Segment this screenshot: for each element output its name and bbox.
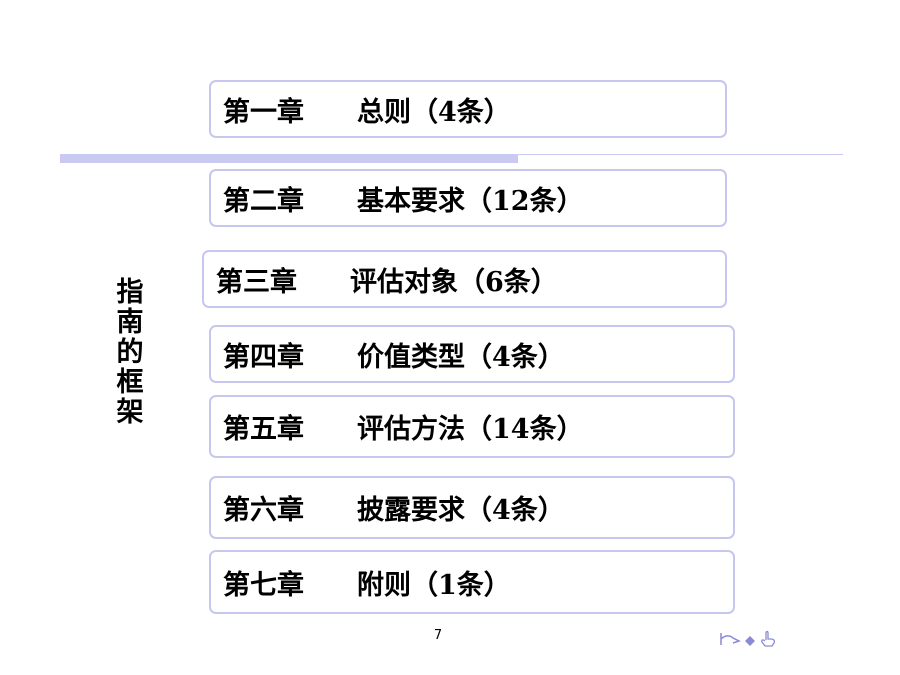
chapter-title: 附则（1条）	[357, 569, 511, 601]
chapter-number: 第五章	[223, 414, 304, 445]
chapter-title: 基本要求（12条）	[357, 185, 584, 217]
chapter-title: 评估对象（6条）	[350, 266, 558, 298]
chapter-1-box[interactable]: 第一章 总则（4条）	[209, 80, 727, 138]
chapter-6-box[interactable]: 第六章 披露要求（4条）	[209, 476, 735, 539]
chapter-title: 披露要求（4条）	[357, 495, 565, 526]
chapter-number: 第二章	[223, 185, 304, 217]
chapter-3-box[interactable]: 第三章 评估对象（6条）	[202, 250, 727, 308]
hand-pointer-icon[interactable]	[759, 630, 777, 652]
chapter-7-box[interactable]: 第七章 附则（1条）	[209, 550, 735, 614]
chapter-number: 第四章	[223, 341, 304, 373]
chapter-number: 第三章	[216, 266, 297, 298]
chapter-title: 价值类型（4条）	[357, 341, 565, 373]
chapter-number: 第一章	[223, 96, 304, 128]
page-number: 7	[433, 628, 443, 643]
slide-navigation	[719, 630, 777, 652]
diamond-icon[interactable]	[744, 632, 756, 651]
chapter-title: 总则（4条）	[357, 96, 511, 128]
back-arrow-icon[interactable]	[719, 631, 741, 651]
decorative-rule-thin	[518, 154, 843, 155]
chapter-number: 第七章	[223, 569, 304, 601]
chapter-title: 评估方法（14条）	[357, 414, 584, 445]
chapter-4-box[interactable]: 第四章 价值类型（4条）	[209, 325, 735, 383]
chapter-number: 第六章	[223, 495, 304, 526]
vertical-title: 指南的框架	[116, 277, 144, 428]
chapter-2-box[interactable]: 第二章 基本要求（12条）	[209, 169, 727, 227]
chapter-5-box[interactable]: 第五章 评估方法（14条）	[209, 395, 735, 458]
decorative-rule-thick	[60, 154, 518, 163]
